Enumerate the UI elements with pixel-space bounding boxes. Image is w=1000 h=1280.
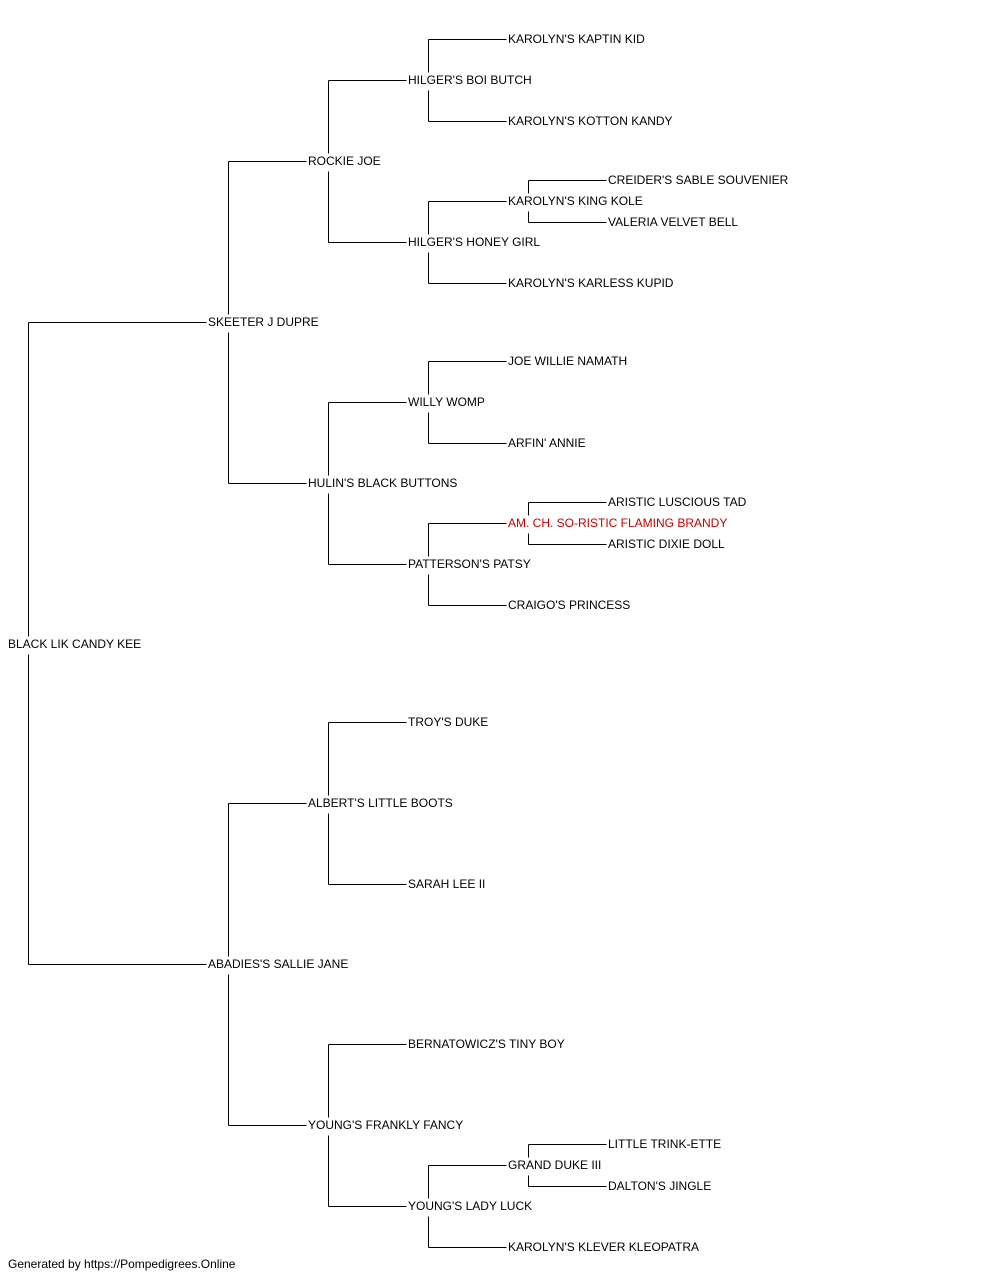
pedigree-name-gen3: WILLY WOMP — [408, 395, 485, 409]
pedigree-name-gen2: HULIN'S BLACK BUTTONS — [308, 476, 458, 490]
pedigree-name-gen4: KAROLYN'S KING KOLE — [508, 194, 643, 208]
pedigree-name-gen5: DALTON'S JINGLE — [608, 1179, 712, 1193]
pedigree-name-gen1: SKEETER J DUPRE — [208, 315, 319, 329]
pedigree-name-gen3: HILGER'S HONEY GIRL — [408, 235, 541, 249]
pedigree-name-gen3: HILGER'S BOI BUTCH — [408, 73, 532, 87]
pedigree-name-gen5: VALERIA VELVET BELL — [608, 215, 739, 229]
pedigree-name-gen2: ALBERT'S LITTLE BOOTS — [308, 796, 453, 810]
pedigree-name-gen2: ROCKIE JOE — [308, 154, 381, 168]
pedigree-name-gen3: PATTERSON'S PATSY — [408, 557, 531, 571]
pedigree-name-gen2: YOUNG'S FRANKLY FANCY — [308, 1118, 464, 1132]
pedigree-name-gen4: ARFIN' ANNIE — [508, 436, 586, 450]
pedigree-name-gen4: KAROLYN'S KAPTIN KID — [508, 32, 645, 46]
pedigree-name-gen3: SARAH LEE II — [408, 877, 486, 891]
pedigree-name-gen4: KAROLYN'S KOTTON KANDY — [508, 114, 673, 128]
pedigree-name-gen3: TROY'S DUKE — [408, 715, 489, 729]
pedigree-name-gen1: ABADIES'S SALLIE JANE — [208, 957, 349, 971]
pedigree-name-gen4: CRAIGO'S PRINCESS — [508, 598, 631, 612]
pedigree-name-gen0: BLACK LIK CANDY KEE — [8, 637, 142, 651]
pedigree-name-gen4: KAROLYN'S KLEVER KLEOPATRA — [508, 1240, 700, 1254]
pedigree-name-gen5: LITTLE TRINK-ETTE — [608, 1137, 722, 1151]
pedigree-name-gen4: GRAND DUKE III — [508, 1158, 602, 1172]
pedigree-name-gen3: YOUNG'S LADY LUCK — [408, 1199, 533, 1213]
pedigree-name-gen5: CREIDER'S SABLE SOUVENIER — [608, 173, 789, 187]
pedigree-name-gen5: ARISTIC DIXIE DOLL — [608, 537, 725, 551]
footer-credit: Generated by https://Pompedigrees.Online — [8, 1257, 236, 1271]
pedigree-name-gen5: ARISTIC LUSCIOUS TAD — [608, 495, 747, 509]
pedigree-name-gen3: BERNATOWICZ'S TINY BOY — [408, 1037, 565, 1051]
pedigree-name-gen4: KAROLYN'S KARLESS KUPID — [508, 276, 674, 290]
pedigree-name-gen4: AM. CH. SO-RISTIC FLAMING BRANDY — [508, 516, 728, 530]
pedigree-name-gen4: JOE WILLIE NAMATH — [508, 354, 628, 368]
